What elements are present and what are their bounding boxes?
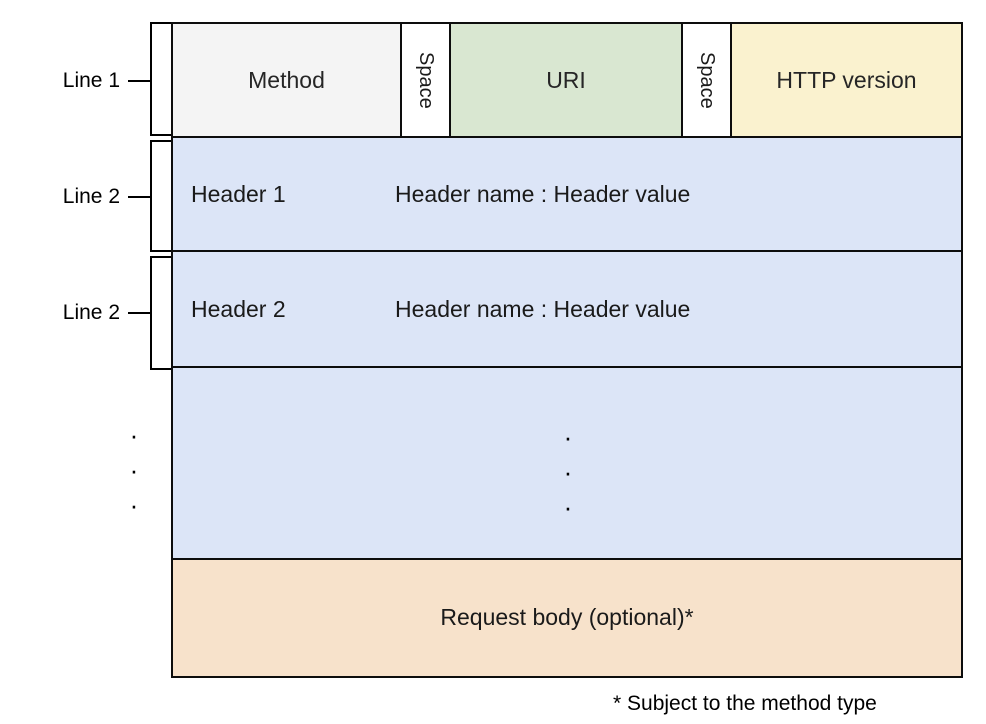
line-1-bracket (150, 22, 176, 136)
line-label-2-dash (128, 196, 150, 198)
center-ellipsis-dot-2: · (563, 456, 573, 487)
header-1-value: Header name : Header value (395, 181, 691, 207)
header-2-value: Header name : Header value (395, 296, 691, 322)
center-ellipsis-dot-3: · (563, 491, 573, 522)
cell-space-2-label: Space (696, 51, 718, 109)
cell-method-label: Method (248, 66, 325, 93)
http-request-message-table: Method Space URI Space HTTP version Head… (171, 22, 963, 678)
header-1-name: Header 1 (191, 181, 286, 207)
cell-method: Method (173, 24, 402, 138)
footnote: * Subject to the method type (613, 692, 877, 715)
row-header-2: Header 2 Header name : Header value (173, 252, 961, 368)
left-ellipsis-dot-1: · (129, 420, 139, 450)
line-label-1: Line 1 (62, 69, 120, 92)
center-ellipsis: · · · (558, 422, 578, 522)
line-3-bracket (150, 256, 176, 370)
cell-http-version: HTTP version (732, 24, 961, 138)
header-2-name: Header 2 (191, 296, 286, 322)
cell-space-2: Space (683, 24, 732, 138)
center-ellipsis-dot-1: · (563, 422, 573, 452)
row-request-body: Request body (optional)* (173, 560, 961, 676)
line-label-3: Line 2 (62, 301, 120, 324)
cell-space-1: Space (402, 24, 451, 138)
row-header-1: Header 1 Header name : Header value (173, 138, 961, 252)
cell-uri: URI (451, 24, 683, 138)
line-label-2: Line 2 (62, 185, 120, 208)
line-label-3-dash (128, 312, 150, 314)
line-label-1-dash (128, 80, 150, 82)
row-header-continuation: · · · (173, 368, 961, 560)
line-2-bracket (150, 140, 176, 252)
cell-space-1-label: Space (415, 51, 437, 109)
left-ellipsis-dot-2: · (129, 454, 139, 485)
cell-http-version-label: HTTP version (776, 66, 917, 93)
cell-uri-label: URI (546, 66, 586, 93)
left-ellipsis: · · · (124, 420, 144, 520)
left-ellipsis-dot-3: · (129, 489, 139, 520)
request-body-label: Request body (optional)* (440, 604, 694, 630)
